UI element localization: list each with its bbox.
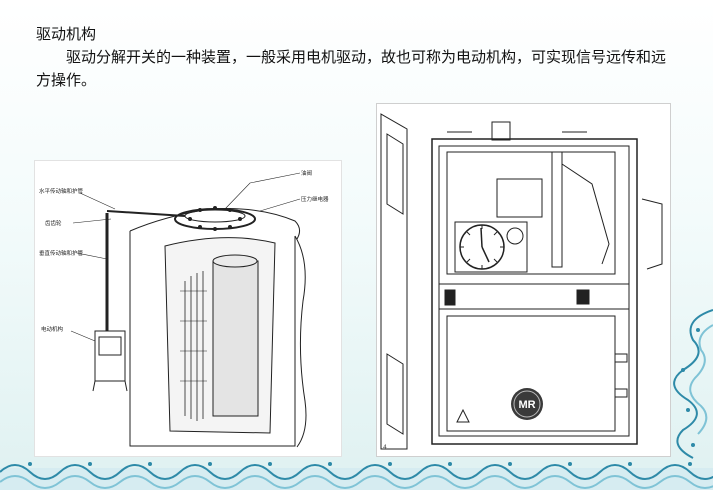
right-wave-decoration bbox=[673, 309, 713, 459]
mr-logo-text: MR bbox=[518, 399, 535, 411]
label-horizontal-shaft: 水平传动轴和护管 bbox=[39, 187, 84, 195]
motor-drive-cabinet-diagram: MR 4 bbox=[376, 103, 671, 457]
mr-logo bbox=[511, 388, 543, 420]
slide-body-text: 驱动分解开关的一种装置，一般采用电机驱动，故也可称为电动机构，可实现信号远传和远… bbox=[36, 48, 667, 89]
label-vertical-shaft: 垂直传动轴和护管 bbox=[39, 249, 84, 257]
label-oil-valve: 油阀 bbox=[301, 169, 312, 177]
tap-changer-drawing: 油阀 压力继电器 水平传动轴和护管 齿齿轮 垂直传动轴和护管 电动机构 bbox=[39, 169, 329, 448]
label-pressure-relay: 压力继电器 bbox=[301, 195, 329, 203]
label-motor-mechanism: 电动机构 bbox=[41, 325, 64, 333]
label-gear: 齿齿轮 bbox=[45, 219, 62, 227]
bottom-wave-decoration bbox=[0, 462, 713, 490]
slide-heading: 驱动机构 bbox=[36, 25, 97, 43]
tap-changer-diagram: 油阀 压力继电器 水平传动轴和护管 齿齿轮 垂直传动轴和护管 电动机构 bbox=[34, 160, 342, 457]
motor-drive-cabinet-drawing: MR 4 bbox=[380, 113, 663, 451]
page-number: 4 bbox=[383, 444, 387, 451]
